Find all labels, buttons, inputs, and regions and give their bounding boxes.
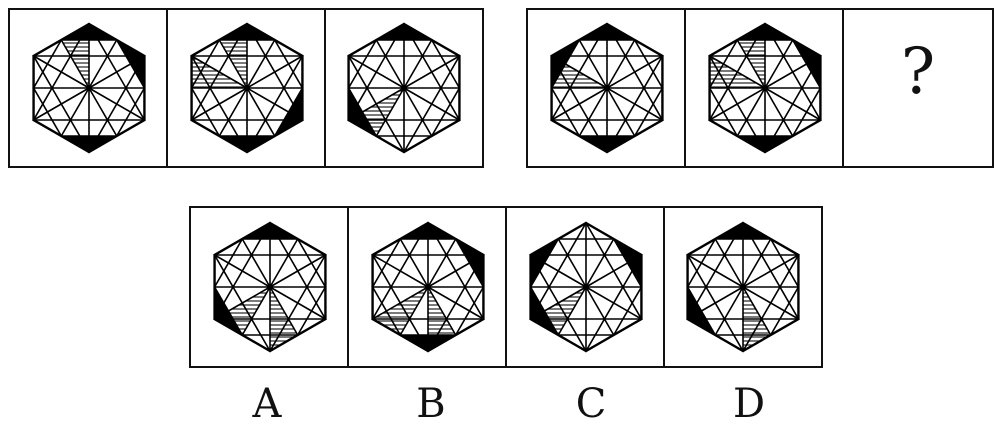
option-b-figure[interactable] (349, 208, 507, 366)
option-a-label: A (237, 384, 297, 424)
figure-2-2 (686, 10, 844, 166)
missing-figure-cell: ? (844, 10, 992, 166)
hexagon-figure (326, 10, 482, 166)
option-d-figure[interactable] (665, 208, 821, 366)
hexagon-figure (507, 208, 665, 366)
question-mark: ? (844, 40, 992, 104)
hexagon-figure (168, 10, 326, 166)
option-a-figure[interactable] (191, 208, 349, 366)
hexagon-figure (349, 208, 507, 366)
figure-1-2 (168, 10, 326, 166)
hexagon-figure (686, 10, 844, 166)
figure-1-3 (326, 10, 482, 166)
option-d-label: D (719, 384, 779, 424)
figure-1-1 (10, 10, 168, 166)
option-c-label: C (561, 384, 621, 424)
answer-options (189, 206, 823, 368)
hexagon-figure (665, 208, 821, 366)
hexagon-figure (10, 10, 168, 166)
figure-2-1 (528, 10, 686, 166)
option-c-figure[interactable] (507, 208, 665, 366)
option-b-label: B (401, 384, 461, 424)
sequence-group-1 (8, 8, 484, 168)
hatched-sector (373, 287, 428, 335)
hexagon-figure (191, 208, 349, 366)
sequence-group-2: ? (526, 8, 994, 168)
hexagon-figure (528, 10, 686, 166)
